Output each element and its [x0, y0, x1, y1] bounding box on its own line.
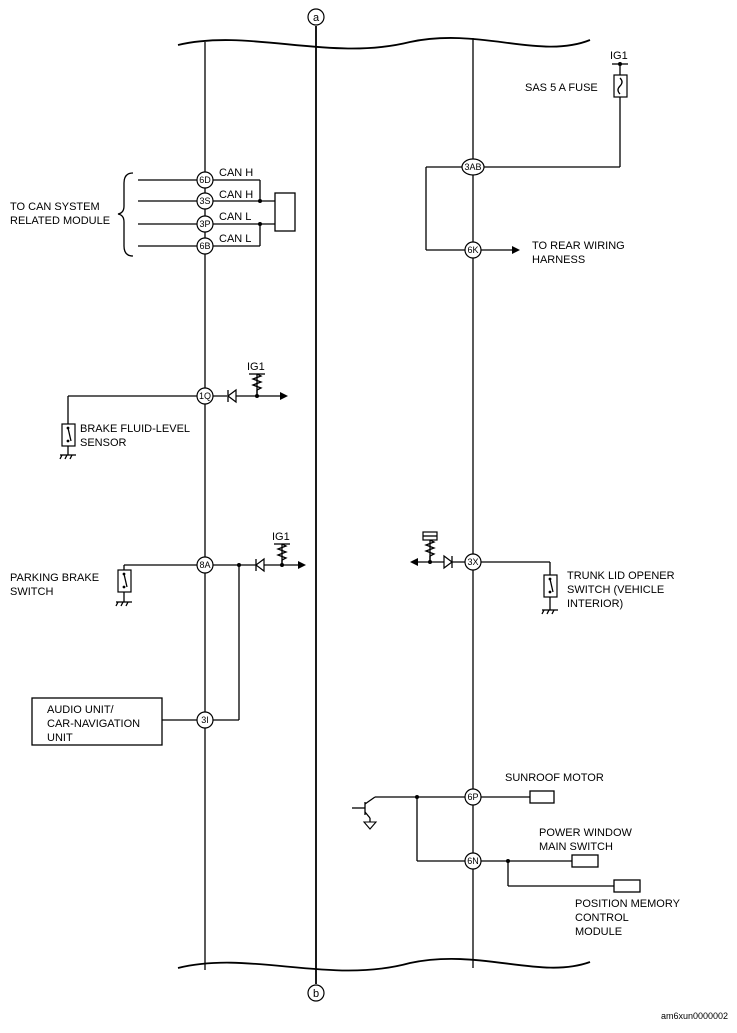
svg-text:a: a — [313, 12, 320, 24]
can-module-label-2: RELATED MODULE — [10, 215, 110, 227]
sas-fuse-label: SAS 5 A FUSE — [525, 82, 598, 94]
can-line-label-4: CAN L — [219, 233, 251, 245]
trunk-label-2: SWITCH (VEHICLE — [567, 584, 664, 596]
ig1-brake-label: IG1 — [247, 361, 265, 373]
sunroof-window-wiring — [352, 790, 641, 893]
parking-brake-label-2: SWITCH — [10, 586, 53, 598]
trunk-label-3: INTERIOR) — [567, 598, 623, 610]
ig1-parking-label: IG1 — [272, 531, 290, 543]
can-line-label-1: CAN H — [219, 167, 253, 179]
can-module-brace — [117, 172, 134, 257]
power-window-label-1: POWER WINDOW — [539, 827, 632, 839]
connector-3ab: 3AB — [461, 158, 485, 176]
bus-endpoint-b: b — [307, 984, 325, 1002]
svg-text:6B: 6B — [199, 241, 210, 251]
bus-endpoint-a: a — [307, 8, 325, 26]
connector-3p: 3P — [196, 215, 214, 233]
connector-1q: 1Q — [196, 387, 214, 405]
connector-6p: 6P — [464, 788, 482, 806]
audio-label-2: CAR-NAVIGATION — [47, 718, 140, 730]
rear-wiring-label-1: TO REAR WIRING — [532, 240, 625, 252]
can-module-label-1: TO CAN SYSTEM — [10, 201, 100, 213]
ig1-fuse-label: IG1 — [610, 50, 628, 62]
svg-text:3I: 3I — [201, 715, 209, 725]
connector-3i: 3I — [196, 711, 214, 729]
position-memory-label-3: MODULE — [575, 926, 622, 938]
svg-text:6N: 6N — [467, 856, 479, 866]
svg-text:3P: 3P — [199, 219, 210, 229]
svg-text:b: b — [313, 988, 319, 1000]
parking-brake-label-1: PARKING BRAKE — [10, 572, 99, 584]
can-line-label-2: CAN H — [219, 189, 253, 201]
connector-6n: 6N — [464, 852, 482, 870]
audio-label-1: AUDIO UNIT/ — [47, 704, 115, 716]
sunroof-label: SUNROOF MOTOR — [505, 772, 604, 784]
svg-text:3S: 3S — [199, 196, 210, 206]
brake-fluid-wiring — [59, 373, 288, 460]
audio-label-3: UNIT — [47, 732, 73, 744]
connector-3x: 3X — [464, 553, 482, 571]
can-wires — [138, 179, 296, 247]
svg-text:6D: 6D — [199, 175, 211, 185]
can-line-label-3: CAN L — [219, 211, 251, 223]
power-window-label-2: MAIN SWITCH — [539, 841, 613, 853]
trunk-wiring — [410, 531, 558, 615]
audio-unit-box — [31, 697, 239, 746]
brake-fluid-label-2: SENSOR — [80, 437, 127, 449]
position-memory-label-1: POSITION MEMORY — [575, 898, 681, 910]
svg-text:3X: 3X — [467, 557, 478, 567]
svg-text:6P: 6P — [467, 792, 478, 802]
connector-6d: 6D — [196, 171, 214, 189]
trunk-label-1: TRUNK LID OPENER — [567, 570, 675, 582]
svg-text:3AB: 3AB — [464, 162, 481, 172]
brake-fluid-label-1: BRAKE FLUID-LEVEL — [80, 423, 190, 435]
svg-text:1Q: 1Q — [199, 391, 211, 401]
connector-8a: 8A — [196, 556, 214, 574]
sas-fuse-wiring — [425, 62, 628, 254]
top-break-line — [177, 37, 591, 50]
connector-3s: 3S — [196, 192, 214, 210]
connector-6b: 6B — [196, 237, 214, 255]
position-memory-label-2: CONTROL — [575, 912, 629, 924]
svg-text:8A: 8A — [199, 560, 210, 570]
svg-text:6K: 6K — [467, 245, 478, 255]
rear-wiring-label-2: HARNESS — [532, 254, 585, 266]
figure-code: am6xun0000002 — [661, 1011, 728, 1021]
bottom-break-line — [177, 957, 591, 972]
connector-6k: 6K — [464, 241, 482, 259]
